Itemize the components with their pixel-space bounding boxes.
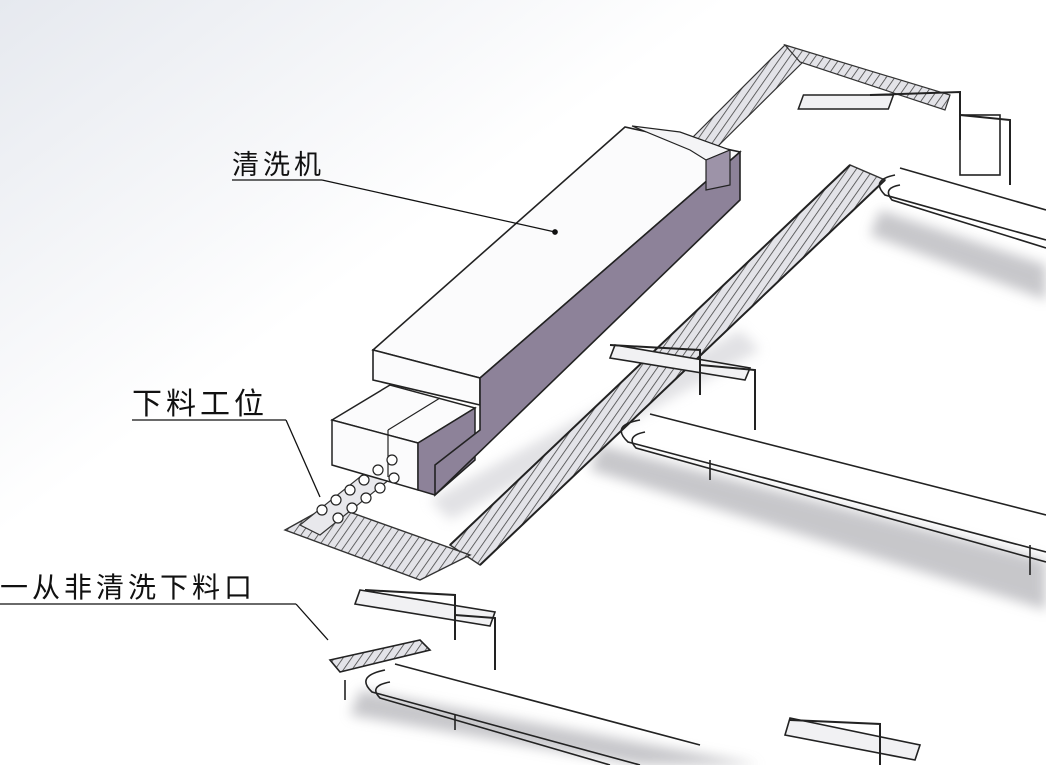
label-non-clean-outlet: 一从非清洗下料口	[0, 571, 257, 604]
loop-line-middle	[608, 344, 1046, 575]
loop-line-bottom	[328, 589, 922, 765]
leader-lines	[0, 179, 558, 641]
leader-dot-cleaner	[552, 229, 558, 235]
leader-outlet	[295, 603, 329, 641]
cleaning-machine	[330, 125, 742, 497]
unload-station-fixtures	[316, 454, 400, 524]
leader-cleaner	[321, 179, 556, 233]
label-cleaning-machine: 清洗机	[232, 150, 325, 181]
loop-line-top	[797, 94, 1046, 249]
label-unload-station: 下料工位	[132, 387, 268, 422]
gantry-frames	[364, 90, 1011, 765]
leader-unload	[285, 419, 321, 498]
